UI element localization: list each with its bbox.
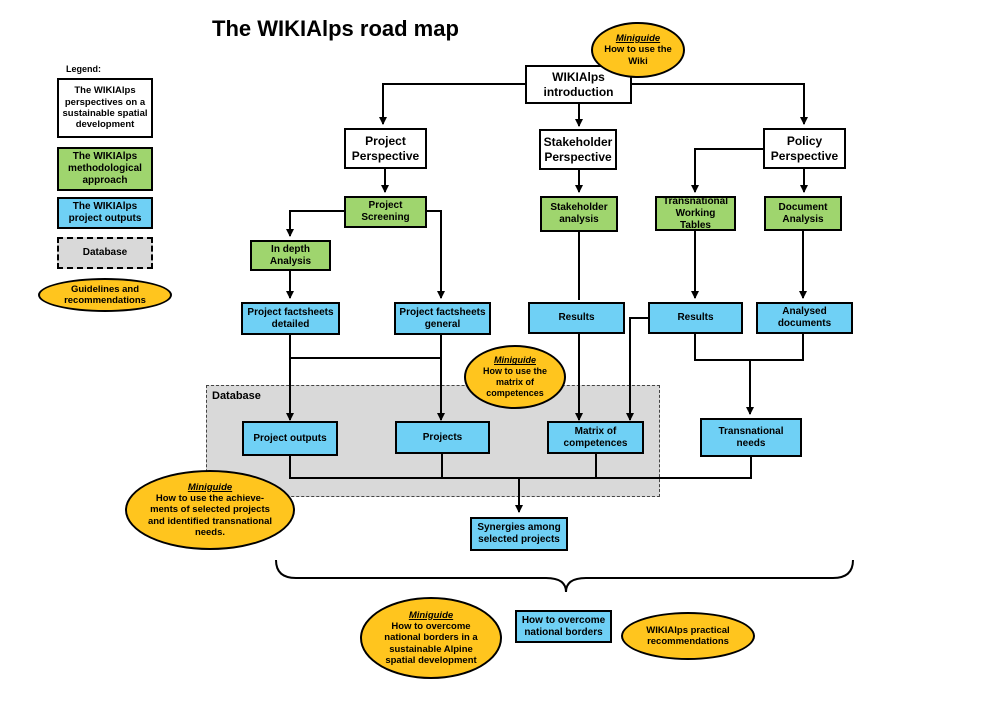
miniguide-achievements: Miniguide How to use the achieve-ments o… bbox=[125, 470, 295, 550]
miniguide-matrix: Miniguide How to use the matrix of compe… bbox=[464, 345, 566, 409]
miniguide-matrix-text: How to use the matrix of competences bbox=[482, 366, 547, 398]
overcome-borders-box: How to overcome national borders bbox=[515, 610, 612, 643]
factsheets-detailed-box: Project factsheets detailed bbox=[241, 302, 340, 335]
policy-results-box: Results bbox=[648, 302, 743, 334]
policy-perspective-box: Policy Perspective bbox=[763, 128, 846, 169]
wikialps-introduction-box: WIKIAlps introduction bbox=[525, 65, 632, 104]
miniguide-achievements-text: How to use the achieve-ments of selected… bbox=[147, 492, 273, 539]
miniguide-achievements-label: Miniguide bbox=[187, 481, 233, 493]
transnational-needs-box: Transnational needs bbox=[700, 418, 802, 457]
stakeholder-analysis-box: Stakeholder analysis bbox=[540, 196, 618, 232]
legend-database: Database bbox=[57, 237, 153, 269]
project-outputs-box: Project outputs bbox=[242, 421, 338, 456]
stakeholder-results-box: Results bbox=[528, 302, 625, 334]
legend-perspectives: The WIKIAlps perspectives on a sustainab… bbox=[57, 78, 153, 138]
legend-guidelines-label: Guidelines and recommendations bbox=[64, 283, 146, 306]
practical-recommendations: WIKIAlps practical recommendations bbox=[621, 612, 755, 660]
in-depth-analysis-box: In depth Analysis bbox=[250, 240, 331, 271]
miniguide-wiki-text: How to use the Wiki bbox=[604, 44, 672, 67]
practical-recommendations-text: WIKIAlps practical recommendations bbox=[646, 624, 730, 647]
legend-outputs: The WIKIAlps project outputs bbox=[57, 197, 153, 229]
diagram-title: The WIKIAlps road map bbox=[212, 16, 459, 41]
synergies-box: Synergies among selected projects bbox=[470, 517, 568, 551]
miniguide-borders-label: Miniguide bbox=[408, 609, 454, 621]
miniguide-wiki: Miniguide How to use the Wiki bbox=[591, 22, 685, 78]
analysed-documents-box: Analysed documents bbox=[756, 302, 853, 334]
legend-methodological: The WIKIAlps methodological approach bbox=[57, 147, 153, 191]
legend-guidelines: Guidelines and recommendations bbox=[38, 278, 172, 312]
projects-box: Projects bbox=[395, 421, 490, 454]
database-region-label: Database bbox=[212, 390, 261, 402]
miniguide-borders-text: How to overcome national borders in a su… bbox=[384, 620, 478, 667]
miniguide-matrix-label: Miniguide bbox=[494, 355, 536, 366]
stakeholder-perspective-box: Stakeholder Perspective bbox=[539, 129, 617, 170]
miniguide-borders: Miniguide How to overcome national borde… bbox=[360, 597, 502, 679]
factsheets-general-box: Project factsheets general bbox=[394, 302, 491, 335]
document-analysis-box: Document Analysis bbox=[764, 196, 842, 231]
matrix-of-competences-box: Matrix of competences bbox=[547, 421, 644, 454]
project-perspective-box: Project Perspective bbox=[344, 128, 427, 169]
transnational-working-tables-box: Transnational Working Tables bbox=[655, 196, 736, 231]
project-screening-box: Project Screening bbox=[344, 196, 427, 228]
miniguide-wiki-label: Miniguide bbox=[615, 32, 661, 44]
legend-label: Legend: bbox=[66, 64, 101, 74]
